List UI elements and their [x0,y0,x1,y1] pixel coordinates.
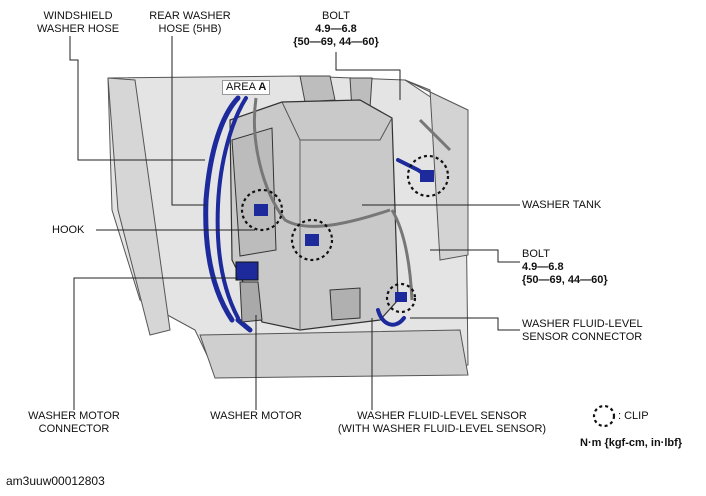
washer-tank [229,99,399,331]
leader-lines [69,36,520,410]
clip-4 [385,282,417,314]
clip-legend-icon [592,404,616,428]
clips [240,154,450,314]
bolt-top-label: BOLT 4.9—6.8 {50—69, 44—60} [293,10,379,48]
units-legend: N·m {kgf-cm, in·lbf} [580,437,683,449]
washer-tank-label: WASHER TANK [522,199,602,211]
clip-2 [290,218,334,262]
figure-id: am3uuw00012803 [6,474,105,488]
bolt-right-label: BOLT 4.9—6.8 {50—69, 44—60} [522,248,608,286]
hook-label: HOOK [52,224,85,236]
level-sensor-connector-label: WASHER FLUID-LEVEL SENSOR CONNECTOR [522,318,643,343]
area-a-label: AREA A [222,80,271,95]
clip-3 [406,154,450,198]
clip-legend-label: : CLIP [618,410,649,422]
level-sensor-label: WASHER FLUID-LEVEL SENSOR (WITH WASHER F… [337,410,547,435]
clip-1 [240,188,284,232]
filler-pipe [252,97,452,301]
clip-fasteners [254,170,434,302]
washer-motor [235,261,263,323]
windshield-washer-hose-label: WINDSHIELD WASHER HOSE [36,10,120,35]
washer-motor-connector-label: WASHER MOTOR CONNECTOR [28,410,120,435]
rear-washer-hose-label: REAR WASHER HOSE (5HB) [149,10,231,35]
washer-motor-label: WASHER MOTOR [210,410,302,422]
